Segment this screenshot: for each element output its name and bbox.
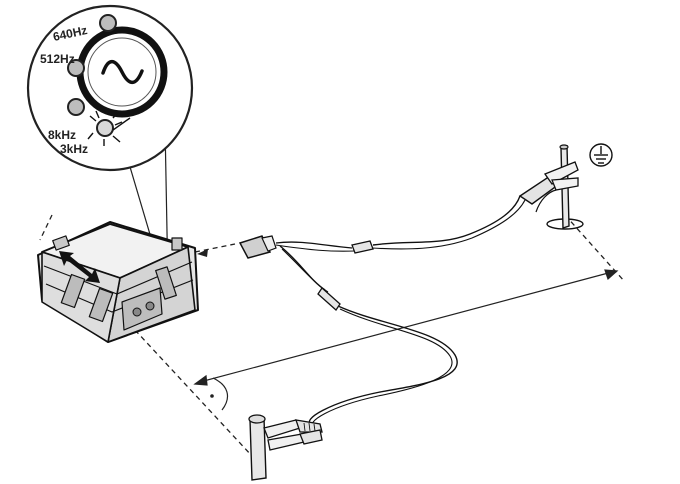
earth-electrode-rod xyxy=(248,414,323,481)
ac-sine-icon xyxy=(101,59,144,85)
led-640hz xyxy=(99,14,117,32)
led-3khz-lit xyxy=(96,119,114,137)
led-glow-rays xyxy=(87,110,131,146)
label-512hz: 512Hz xyxy=(40,52,75,66)
guide-arrowhead xyxy=(197,249,208,257)
right-angle-marker xyxy=(210,377,229,411)
distance-arrow xyxy=(193,269,619,386)
left-crocodile-clip xyxy=(263,419,323,451)
open-close-arrow-icon xyxy=(59,251,100,283)
led-512hz xyxy=(67,59,85,77)
label-8khz: 8kHz xyxy=(48,128,76,142)
ground-icon xyxy=(589,143,613,167)
right-crocodile-clip xyxy=(518,161,579,213)
label-3khz: 3kHz xyxy=(60,142,88,156)
auxiliary-earth-rod xyxy=(518,144,584,230)
test-cable xyxy=(238,195,526,429)
frequency-leds xyxy=(67,14,117,137)
frequency-selector-zoom: 640Hz 512Hz 8kHz 3kHz xyxy=(26,4,194,172)
earth-tester-instrument xyxy=(37,221,199,343)
led-8khz xyxy=(67,98,85,116)
